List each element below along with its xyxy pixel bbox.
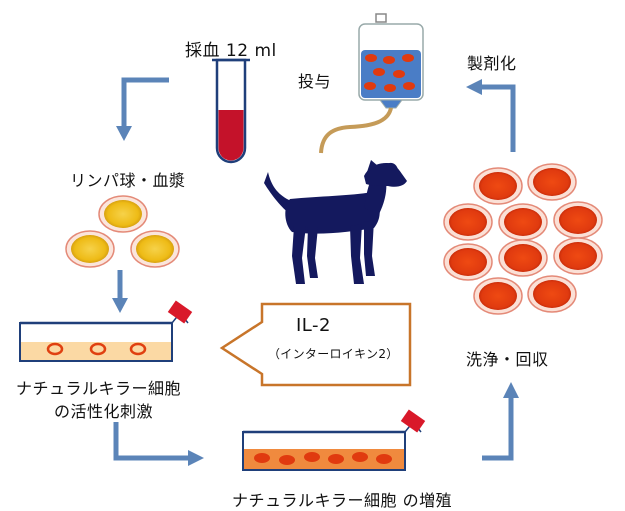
- il2-arrow: [219, 302, 412, 387]
- blood-tube-icon: [212, 58, 250, 164]
- arrow-blood-to-lymph: [121, 77, 169, 128]
- culture-flask-icon: [242, 409, 426, 471]
- nk-activation-label-line2: の活性化刺激: [54, 402, 154, 421]
- cell-icon: [473, 277, 523, 315]
- cell-icon: [553, 201, 603, 239]
- cell-icon: [527, 163, 577, 201]
- cell-icon: [65, 230, 115, 268]
- arrow-prolif-to-wash: [482, 396, 514, 461]
- lymphocytes-plasma-label: リンパ球・血漿: [70, 171, 186, 190]
- cell-icon: [553, 237, 603, 275]
- nk-cells: [443, 163, 603, 315]
- cell-icon: [98, 195, 148, 233]
- arrow-head-left: [466, 79, 482, 95]
- arrow-wash-to-formulation: [480, 84, 516, 152]
- iv-tube: [319, 107, 393, 154]
- flow-arrows: [113, 77, 516, 461]
- lymphocyte-cells: [65, 195, 180, 268]
- arrow-head-up: [503, 382, 519, 398]
- cell-icon: [130, 230, 180, 268]
- cell-icon: [443, 243, 493, 281]
- formulation-label: 製剤化: [467, 54, 517, 73]
- arrow-head-down-1: [116, 126, 132, 141]
- arrow-head-right: [188, 450, 204, 466]
- cell-icon: [527, 275, 577, 313]
- nk-proliferation-label: ナチュラルキラー細胞 の増殖: [232, 491, 453, 510]
- cell-icon: [498, 239, 548, 277]
- nk-activation-label-line1: ナチュラルキラー細胞: [16, 379, 182, 398]
- cell-icon: [473, 167, 523, 205]
- wash-collect-label: 洗浄・回収: [466, 350, 549, 369]
- culture-flask-icon: [19, 300, 193, 362]
- arrow-head-down-2: [112, 298, 128, 313]
- il2-label: IL-2: [296, 315, 331, 336]
- cell-icon: [443, 203, 493, 241]
- blood-draw-label: 採血 12 ml: [185, 41, 277, 61]
- cell-icon: [498, 203, 548, 241]
- administration-label: 投与: [298, 72, 332, 91]
- arrow-flask-to-prolif: [113, 422, 190, 461]
- iv-bag-icon: [358, 13, 424, 109]
- il2-reading-label: （インターロイキン2）: [268, 347, 399, 361]
- dog-icon: [264, 160, 407, 284]
